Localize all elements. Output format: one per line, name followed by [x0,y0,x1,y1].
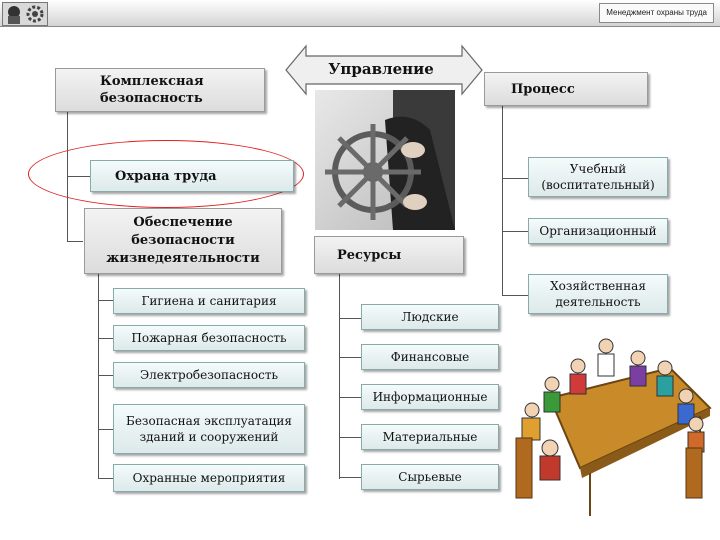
safety-item: Пожарная безопасность [113,325,305,351]
resource-item-label: Материальные [382,430,478,444]
connector [339,273,340,479]
resource-item-label: Информационные [372,390,488,404]
connector [339,477,361,478]
safety-item-label: Электробезопасность [139,368,279,382]
resources-label: Ресурсы [337,247,402,263]
top-bar: Менеджмент охраны труда [0,0,720,27]
logo-icon [2,2,48,26]
connector [98,300,113,301]
process-item-label: Хозяйственная деятельность [550,279,646,309]
resource-item: Людские [361,304,499,330]
connector [502,231,528,232]
safety-item-label: Пожарная безопасность [131,331,287,345]
meeting-clipart [510,328,715,518]
management-label: Управление [328,60,434,78]
process-item: Хозяйственная деятельность [528,274,668,314]
resource-item: Материальные [361,424,499,450]
resources-box: Ресурсы [314,236,464,274]
connector [98,273,99,479]
safety-item: Охранные мероприятия [113,464,305,492]
connector [339,397,361,398]
resource-item-label: Сырьевые [398,470,462,484]
safety-item: Электробезопасность [113,362,305,388]
complex-safety-box: Комплексная безопасность [55,68,265,112]
connector [98,478,113,479]
labor-protection-box: Охрана труда [90,160,294,192]
connector [67,241,83,242]
connector [502,178,528,179]
life-safety-label: Обеспечение безопасности жизнедеятельнос… [106,215,260,266]
connector [98,338,113,339]
process-box: Процесс [484,72,648,106]
life-safety-box: Обеспечение безопасности жизнедеятельнос… [84,208,282,274]
resource-item: Финансовые [361,344,499,370]
connector [98,375,113,376]
safety-item-label: Безопасная эксплуатация зданий и сооруже… [126,414,292,444]
resource-item-label: Финансовые [390,350,470,364]
process-item: Учебный (воспитательный) [528,157,668,197]
connector [502,104,503,296]
safety-item-label: Гигиена и санитария [141,294,277,308]
labor-protection-label: Охрана труда [115,168,217,184]
helm-photo [315,90,455,230]
resource-item-label: Людские [401,310,459,324]
process-item-label: Учебный (воспитательный) [541,162,655,192]
resource-item: Сырьевые [361,464,499,490]
safety-item: Безопасная эксплуатация зданий и сооруже… [113,404,305,454]
connector [98,429,113,430]
connector [339,318,361,319]
process-item: Организационный [528,218,668,244]
connector [502,295,528,296]
connector [339,437,361,438]
connector [339,357,361,358]
process-item-label: Организационный [539,224,657,238]
safety-item: Гигиена и санитария [113,288,305,314]
management-arrow [285,44,483,96]
header-label: Менеджмент охраны труда [599,3,714,23]
process-label: Процесс [511,81,575,97]
resource-item: Информационные [361,384,499,410]
highlight-oval [28,140,304,208]
safety-item-label: Охранные мероприятия [132,471,286,485]
complex-safety-label: Комплексная безопасность [100,74,204,106]
